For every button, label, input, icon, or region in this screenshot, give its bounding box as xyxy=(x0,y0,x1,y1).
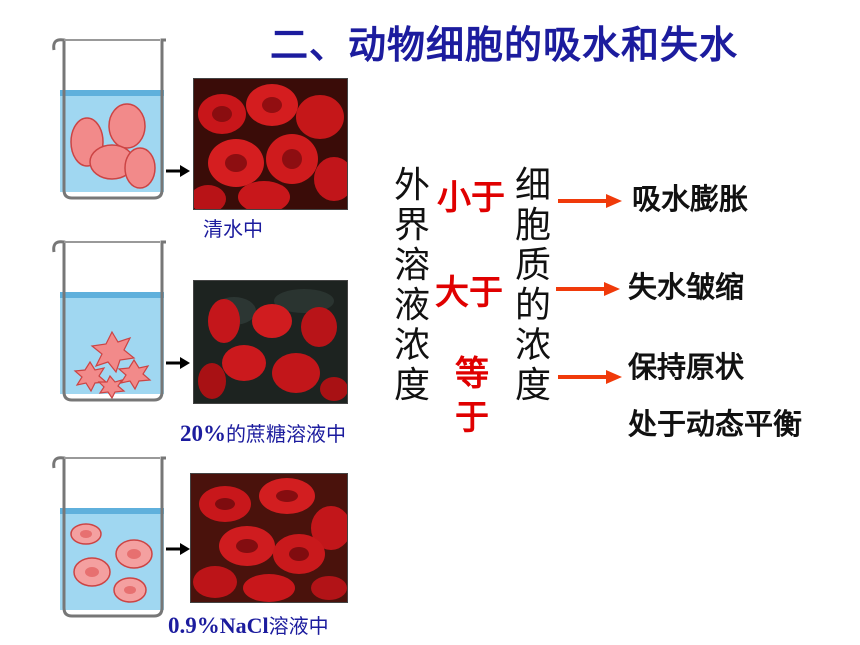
arrow-right-icon xyxy=(556,282,620,296)
result-swell: 吸水膨胀 xyxy=(632,182,749,216)
char: 于 xyxy=(455,398,489,438)
char: 外 xyxy=(393,165,430,206)
outer-solution-concentration-label: 外 界 溶 液 浓 度 xyxy=(390,166,434,406)
result-dynamic-equilibrium: 处于动态平衡 xyxy=(628,407,803,441)
beaker-icon xyxy=(52,38,166,200)
cytoplasm-concentration-label: 细 胞 质 的 浓 度 xyxy=(511,166,555,406)
beaker-water xyxy=(42,30,182,204)
comparison-greater-than: 大于 xyxy=(435,273,503,313)
char: 的 xyxy=(514,285,551,326)
micrograph-shrunk-cells xyxy=(193,280,348,404)
caption-text: 的蔗糖溶液中 xyxy=(226,422,346,446)
char: 细 xyxy=(514,165,551,206)
char: 度 xyxy=(393,365,430,406)
caption-water: 清水中 xyxy=(203,213,263,242)
arrow-right-icon xyxy=(558,370,622,384)
beaker-sucrose xyxy=(42,232,182,406)
caption-text: 清水中 xyxy=(203,217,263,241)
caption-saline: 0.9%NaCl溶液中 xyxy=(168,610,329,639)
micrograph-swollen-cells xyxy=(193,78,348,210)
caption-number: 0.9% xyxy=(168,613,220,638)
beaker-icon xyxy=(52,456,166,618)
char: 胞 xyxy=(514,205,551,246)
caption-latin: NaCl xyxy=(219,613,269,638)
caption-number: 20% xyxy=(180,421,226,446)
arrow-right-icon xyxy=(166,543,190,555)
beaker-saline xyxy=(42,448,182,622)
arrow-right-icon xyxy=(166,165,190,177)
page-title: 二、动物细胞的吸水和失水 xyxy=(270,23,739,67)
char: 度 xyxy=(514,365,551,406)
char: 液 xyxy=(393,285,430,326)
caption-sucrose: 20%的蔗糖溶液中 xyxy=(180,418,346,447)
char: 浓 xyxy=(393,325,430,366)
beaker-icon xyxy=(52,240,166,402)
caption-text: 溶液中 xyxy=(268,614,329,638)
char: 界 xyxy=(393,205,430,246)
result-shrink: 失水皱缩 xyxy=(628,270,745,304)
char: 质 xyxy=(514,245,551,286)
char: 溶 xyxy=(393,245,430,286)
result-normal: 保持原状 xyxy=(628,350,745,384)
char: 浓 xyxy=(514,325,551,366)
micrograph-normal-cells xyxy=(190,473,348,603)
char: 等 xyxy=(455,354,489,394)
arrow-right-icon xyxy=(558,194,622,208)
comparison-less-than: 小于 xyxy=(437,178,505,218)
arrow-right-icon xyxy=(166,357,190,369)
comparison-equal: 等 于 xyxy=(452,352,492,440)
